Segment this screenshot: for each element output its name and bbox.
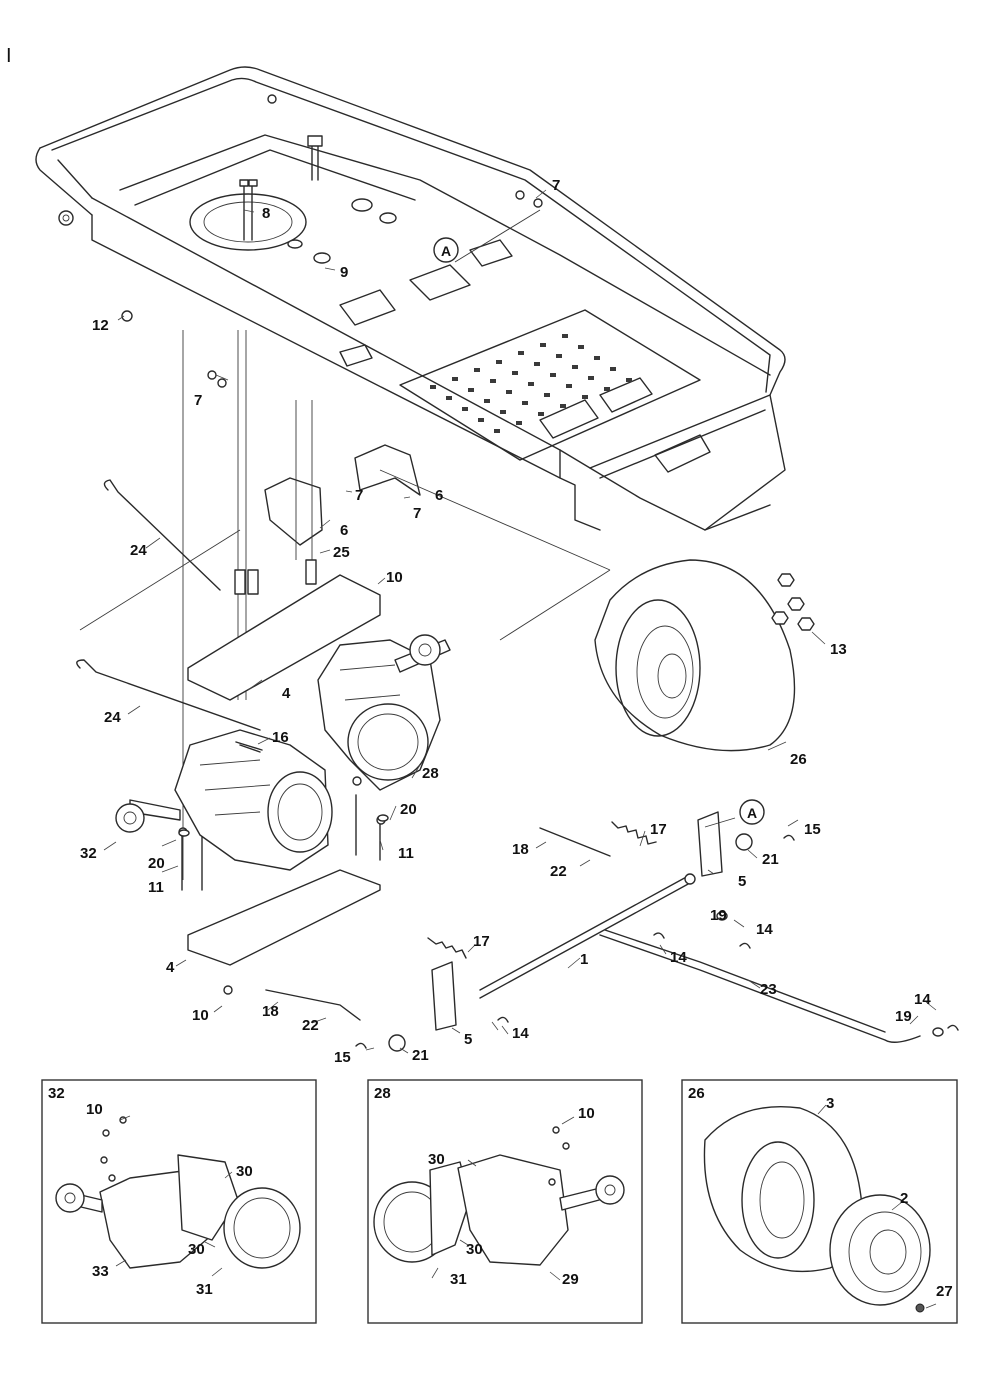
rear-tire	[594, 559, 796, 752]
callout-15: 15	[334, 1049, 351, 1066]
callout-7: 7	[194, 392, 202, 409]
callout-24: 24	[130, 542, 147, 559]
lug-nuts	[771, 573, 815, 631]
callout-28: 28	[422, 765, 439, 782]
svg-text:A: A	[441, 243, 451, 259]
callout-23: 23	[760, 981, 777, 998]
callout-5: 5	[464, 1031, 472, 1048]
reference-marker-a-upper: A	[433, 237, 459, 263]
callout-14: 14	[670, 949, 687, 966]
callout-32: 32	[80, 845, 97, 862]
pivot-shaft	[479, 874, 691, 991]
callout-15: 15	[804, 821, 821, 838]
callout-12: 12	[92, 317, 109, 334]
control-rod-lower	[76, 659, 261, 731]
svg-text:31: 31	[450, 1271, 467, 1288]
svg-text:31: 31	[196, 1281, 213, 1298]
callout-8: 8	[262, 205, 270, 222]
svg-text:10: 10	[86, 1101, 103, 1118]
mount-plate-lower	[187, 869, 381, 966]
callout-4: 4	[282, 685, 291, 702]
callout-6: 6	[435, 487, 443, 504]
callout-4: 4	[166, 959, 175, 976]
callout-11: 11	[148, 879, 164, 896]
svg-text:3: 3	[826, 1095, 834, 1112]
inset-26: 26 3 2 27	[681, 1079, 958, 1324]
svg-text:30: 30	[236, 1163, 253, 1180]
callout-19: 19	[710, 907, 727, 924]
svg-text:10: 10	[578, 1105, 595, 1122]
callout-26: 26	[790, 751, 807, 768]
callout-18: 18	[512, 841, 529, 858]
callout-21: 21	[762, 851, 779, 868]
floor-perforations	[430, 334, 632, 433]
callout-20: 20	[148, 855, 165, 872]
callout-10: 10	[192, 1007, 209, 1024]
mount-plate-upper	[187, 574, 381, 701]
callout-14: 14	[512, 1025, 529, 1042]
callout-19: 19	[895, 1008, 912, 1025]
transaxle-left	[115, 729, 333, 871]
callout-25: 25	[333, 544, 350, 561]
callout-14: 14	[914, 991, 931, 1008]
inset-title: 28	[374, 1085, 391, 1102]
mounting-bracket-right	[354, 444, 421, 496]
transaxle-right	[317, 634, 451, 791]
svg-text:27: 27	[936, 1283, 953, 1300]
reference-marker-a-lower: A	[739, 799, 765, 825]
pivot-bracket-right	[697, 811, 723, 877]
spring-18-upper	[539, 827, 611, 857]
callout-17: 17	[473, 933, 490, 950]
svg-text:30: 30	[428, 1151, 445, 1168]
callout-7: 7	[413, 505, 421, 522]
callout-13: 13	[830, 641, 847, 658]
svg-text:29: 29	[562, 1271, 579, 1288]
inset-title: 32	[48, 1085, 65, 1102]
page-mark: I	[6, 45, 12, 67]
pivot-pin	[305, 559, 317, 585]
spring-upper	[611, 821, 657, 845]
inset-title: 26	[688, 1085, 705, 1102]
callout-16: 16	[272, 729, 289, 746]
callout-21: 21	[412, 1047, 429, 1064]
svg-text:A: A	[747, 805, 757, 821]
mounting-bracket-left	[264, 477, 323, 546]
callout-24: 24	[104, 709, 121, 726]
spring-lower	[427, 937, 467, 959]
callout-14: 14	[756, 921, 773, 938]
control-rod-upper	[103, 479, 221, 591]
callout-11: 11	[398, 845, 414, 862]
callout-1: 1	[580, 951, 588, 968]
inset-32: 32 10 30 30 33 31	[41, 1079, 317, 1324]
svg-text:2: 2	[900, 1190, 908, 1207]
callout-18: 18	[262, 1003, 279, 1020]
callout-22: 22	[550, 863, 567, 880]
spring-18-lower	[265, 989, 361, 1021]
svg-text:30: 30	[466, 1241, 483, 1258]
svg-text:30: 30	[188, 1241, 205, 1258]
callout-5: 5	[738, 873, 746, 890]
inset-28: 28 10 30 30 31 29	[367, 1079, 643, 1324]
callout-9: 9	[340, 264, 348, 281]
callout-17: 17	[650, 821, 667, 838]
callout-7: 7	[552, 177, 560, 194]
callout-7: 7	[355, 487, 363, 504]
pivot-bracket-left	[431, 961, 457, 1031]
callout-20: 20	[400, 801, 417, 818]
callout-6: 6	[340, 522, 348, 539]
callout-10: 10	[386, 569, 403, 586]
chassis-frame	[35, 66, 786, 531]
svg-text:33: 33	[92, 1263, 109, 1280]
callout-22: 22	[302, 1017, 319, 1034]
link-rod-23	[599, 929, 921, 1043]
